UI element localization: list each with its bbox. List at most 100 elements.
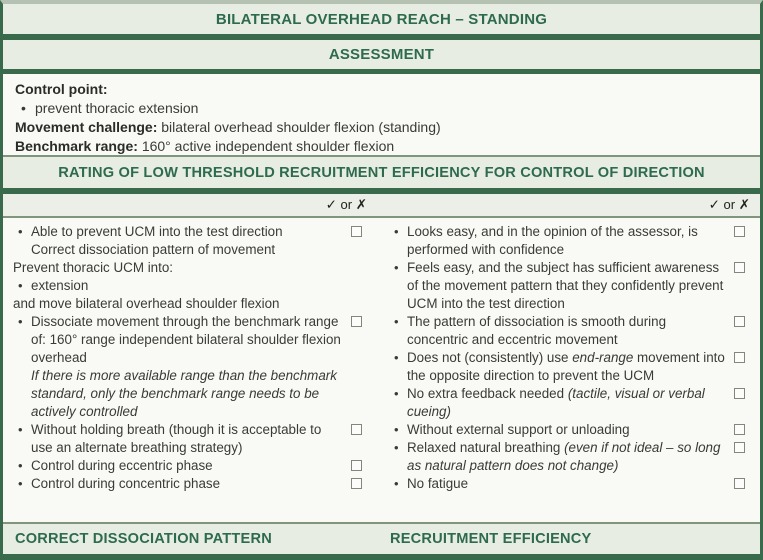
checkbox[interactable]	[350, 424, 362, 435]
item-text: Without external support or unloading	[407, 422, 630, 437]
checklist-item: • extension	[13, 277, 369, 295]
divider	[3, 155, 760, 157]
tick-header-row: ✓ or ✗ ✓ or ✗	[3, 194, 760, 216]
benchmark-range-line: Benchmark range: 160° active independent…	[15, 137, 748, 156]
checklist-item: • The pattern of dissociation is smooth d…	[389, 313, 752, 349]
page-title: BILATERAL OVERHEAD REACH – STANDING	[3, 4, 760, 34]
bullet-icon: •	[394, 386, 399, 401]
checklist-item: Prevent thoracic UCM into:	[13, 259, 369, 277]
checkbox[interactable]	[733, 262, 745, 273]
checkbox-column	[726, 313, 752, 349]
item-text: and move bilateral overhead shoulder fle…	[13, 296, 280, 311]
divider	[3, 522, 760, 524]
footer-dissociation-label: CORRECT DISSOCIATION PATTERN	[15, 531, 272, 547]
divider	[3, 34, 760, 40]
divider	[3, 188, 760, 194]
tick-or-label: or	[719, 197, 739, 212]
bullet-icon: •	[394, 260, 399, 275]
control-point-label: Control point:	[15, 81, 108, 97]
movement-challenge-value: bilateral overhead shoulder flexion (sta…	[161, 119, 441, 135]
item-text: Control during eccentric phase	[31, 458, 213, 473]
checkbox-column	[343, 295, 369, 313]
checkbox-column	[726, 421, 752, 439]
item-text: Relaxed natural breathing (even if not i…	[407, 440, 721, 473]
tick-header-right: ✓ or ✗	[389, 197, 752, 213]
checklist-item: • Does not (consistently) use end-range m…	[389, 349, 752, 385]
bullet-icon: •	[18, 314, 23, 329]
bullet-icon: •	[18, 278, 23, 293]
bullet-icon: •	[18, 458, 23, 473]
checkbox[interactable]	[733, 388, 745, 399]
checklist-item: • Without external support or unloading	[389, 421, 752, 439]
item-text: Control during concentric phase	[31, 476, 221, 491]
checkbox[interactable]	[733, 424, 745, 435]
checkbox-column	[726, 475, 752, 493]
checkbox[interactable]	[350, 478, 362, 489]
benchmark-range-label: Benchmark range:	[15, 138, 138, 154]
bullet-icon: •	[394, 440, 399, 455]
checkbox[interactable]	[733, 226, 745, 237]
divider	[3, 69, 760, 74]
item-text: Looks easy, and in the opinion of the as…	[407, 224, 698, 257]
checkbox[interactable]	[350, 316, 362, 327]
divider	[3, 216, 760, 218]
checkbox[interactable]	[350, 226, 362, 237]
bullet-icon: •	[394, 350, 399, 365]
item-text: Does not (consistently) use end-range mo…	[407, 350, 725, 383]
checklist-item: • Looks easy, and in the opinion of the a…	[389, 223, 752, 259]
movement-challenge-label: Movement challenge:	[15, 119, 158, 135]
bullet-icon: •	[21, 100, 26, 116]
check-icon: ✓	[325, 197, 337, 212]
checkbox[interactable]	[733, 478, 745, 489]
bullet-icon: •	[394, 224, 399, 239]
checkbox-column	[343, 259, 369, 277]
bullet-icon: •	[18, 422, 23, 437]
control-point-value: prevent thoracic extension	[35, 100, 199, 116]
checklist-item: • Control during concentric phase	[13, 475, 369, 493]
checklist-item: • Without holding breath (though it is ac…	[13, 421, 369, 457]
checkbox[interactable]	[733, 352, 745, 363]
cross-icon: ✗	[355, 197, 367, 212]
assessment-details: Control point: • prevent thoracic extens…	[3, 74, 760, 155]
column-gap	[369, 223, 389, 522]
item-text: No fatigue	[407, 476, 469, 491]
checklist-item: •Able to prevent UCM into the test direc…	[13, 223, 369, 259]
item-text: Without holding breath (though it is acc…	[31, 422, 322, 455]
checkbox[interactable]	[733, 316, 745, 327]
control-point-line: Control point:	[15, 80, 748, 99]
bullet-icon: •	[18, 476, 23, 491]
bullet-icon: •	[394, 314, 399, 329]
checkbox-column	[343, 313, 369, 421]
checklist-item: • Control during eccentric phase	[13, 457, 369, 475]
checklist-column-efficiency: • Looks easy, and in the opinion of the a…	[389, 223, 752, 522]
bullet-icon: •	[394, 422, 399, 437]
checkbox[interactable]	[733, 442, 745, 453]
item-text: No extra feedback needed (tactile, visua…	[407, 386, 705, 419]
checkbox[interactable]	[350, 460, 362, 471]
item-text: The pattern of dissociation is smooth du…	[407, 314, 667, 347]
rating-header: RATING OF LOW THRESHOLD RECRUITMENT EFFI…	[3, 157, 760, 188]
bullet-icon: •	[18, 224, 23, 239]
benchmark-range-value: 160° active independent shoulder flexion	[141, 138, 395, 154]
checkbox-column	[343, 457, 369, 475]
item-text: Prevent thoracic UCM into:	[13, 260, 174, 275]
control-point-item: • prevent thoracic extension	[15, 99, 748, 118]
checklist-item: and move bilateral overhead shoulder fle…	[13, 295, 369, 313]
tick-header-left: ✓ or ✗	[13, 197, 369, 213]
tick-or-label: or	[336, 197, 356, 212]
checkbox-column	[726, 439, 752, 475]
item-text: Dissociate movement through the benchmar…	[31, 314, 341, 419]
checklist-item: • Dissociate movement through the benchma…	[13, 313, 369, 421]
footer-efficiency-label: RECRUITMENT EFFICIENCY	[390, 531, 592, 547]
check-icon: ✓	[708, 197, 720, 212]
footer-bar: CORRECT DISSOCIATION PATTERN RECRUITMENT…	[3, 524, 760, 554]
checkbox-column	[343, 223, 369, 259]
checkbox-column	[726, 223, 752, 259]
checkbox-column	[343, 475, 369, 493]
checklist-item: • Relaxed natural breathing (even if not …	[389, 439, 752, 475]
checkbox-column	[726, 385, 752, 421]
checkbox-column	[726, 259, 752, 313]
checklist-item: •No fatigue	[389, 475, 752, 493]
item-text: extension	[31, 278, 89, 293]
